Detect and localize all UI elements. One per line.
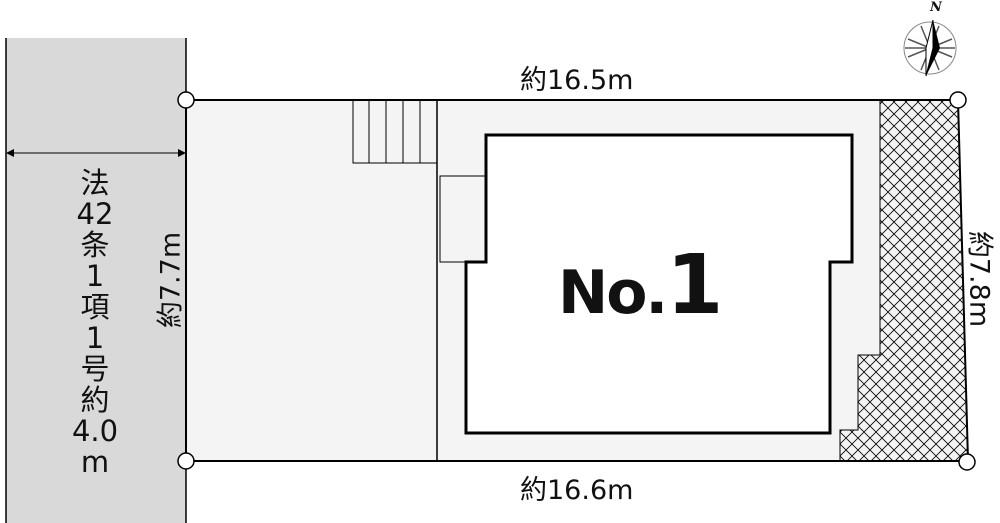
compass-north-label: N <box>930 0 942 15</box>
lot-number-label: No.1 <box>558 238 723 333</box>
corner-marker-bottom-right <box>958 453 976 471</box>
hatched-zone <box>839 99 969 462</box>
dimension-left: 約7.7m <box>155 231 187 329</box>
corner-marker-top-left <box>177 91 195 109</box>
road-strip <box>6 38 186 523</box>
dimension-top: 約16.5m <box>520 65 634 96</box>
road-label: 法 42 条 1 項 1 号 約 4.0 m <box>71 166 119 479</box>
lot-number-prefix: No. <box>558 258 668 328</box>
dimension-right: 約7.8m <box>963 230 995 328</box>
dimension-bottom: 約16.6m <box>520 475 634 506</box>
corner-marker-bottom-left <box>177 452 195 470</box>
road-width-arrow <box>6 149 186 157</box>
corner-marker-top-right <box>949 91 967 109</box>
building-footprint <box>464 133 854 435</box>
compass-icon <box>903 19 957 77</box>
lot-number-digit: 1 <box>666 238 723 333</box>
stairs <box>352 100 437 164</box>
